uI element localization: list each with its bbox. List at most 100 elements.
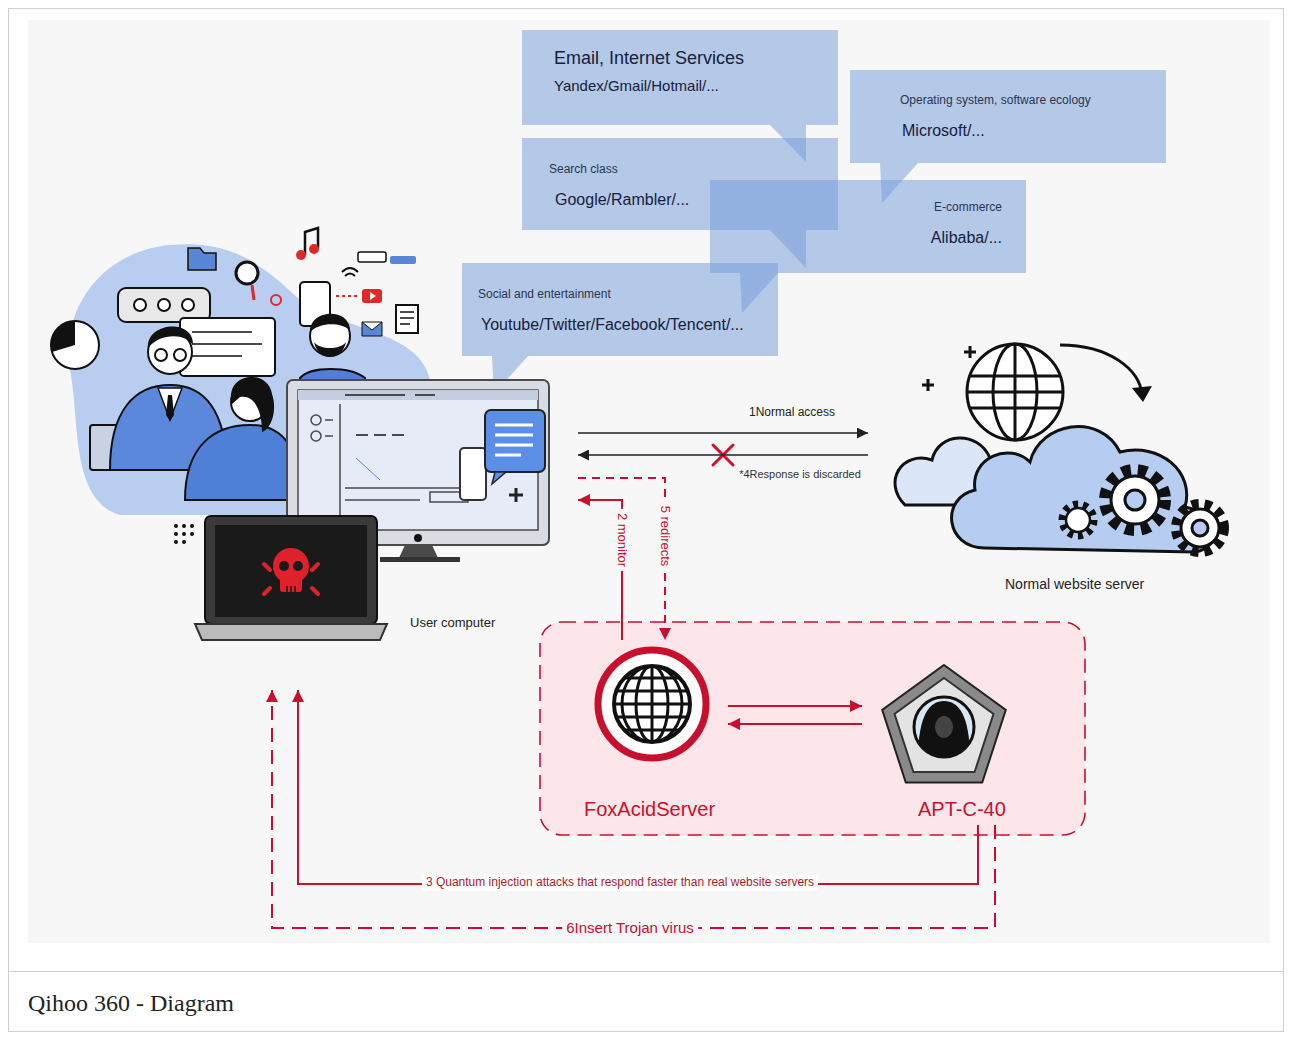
edge-label: 1Normal access (745, 405, 839, 421)
monitor-illustration (311, 415, 321, 425)
people-illustration (370, 292, 376, 300)
laptop-illustration (195, 624, 387, 640)
people-illustration (342, 268, 358, 276)
people-illustration (158, 299, 170, 311)
connector-arrow (728, 705, 862, 707)
foxacid-globe-icon (610, 660, 694, 750)
people-illustration (336, 295, 360, 297)
speech-bubble: Operating system, software ecologyMicros… (850, 70, 1166, 163)
people-illustration (174, 524, 178, 528)
people-illustration (155, 349, 167, 361)
people-illustration (358, 252, 386, 262)
connector-arrow (272, 690, 995, 928)
connector-arrow (578, 454, 868, 456)
people-illustration (174, 540, 178, 544)
attacker-node: APT-C-40 (862, 640, 1022, 825)
monitor-illustration (345, 394, 435, 396)
attacker-region (540, 622, 1085, 835)
apt-pentagon-icon (914, 697, 974, 757)
frame (8, 971, 1284, 972)
web-server-node: Normal website server (868, 330, 1240, 600)
speech-bubble: Social and entertainmentYoutube/Twitter/… (462, 263, 778, 356)
node-label: User computer (410, 616, 495, 631)
server-cloud-illustration (1176, 504, 1224, 552)
node-label: FoxAcidServer (584, 798, 715, 821)
node-label: Microsoft/... (902, 122, 1148, 140)
monitor-illustration (460, 448, 486, 500)
people-illustration (309, 244, 319, 254)
people-illustration (362, 289, 382, 303)
apt-pentagon-icon (882, 665, 1006, 783)
foxacid-globe-icon (598, 650, 706, 758)
server-cloud-illustration (895, 344, 1224, 552)
server-cloud-illustration (922, 346, 976, 391)
bubble-heading: Search class (549, 163, 820, 177)
people-illustration (296, 250, 306, 260)
connector-arrow (728, 723, 862, 725)
people-illustration (118, 288, 210, 322)
monitor-illustration (345, 488, 465, 500)
server-cloud-illustration (1060, 345, 1142, 395)
apt-pentagon-icon (935, 716, 953, 738)
speech-bubble: E-commerceAlibaba/... (710, 180, 1026, 273)
laptop-illustration (279, 561, 289, 571)
people-illustration (400, 312, 414, 324)
frame (9, 9, 1284, 1032)
figure-caption: Qihoo 360 - Diagram (28, 990, 234, 1017)
foxacid-globe-icon (598, 650, 706, 758)
people-illustration (362, 322, 382, 336)
monitor-illustration (325, 404, 340, 524)
people-illustration (236, 262, 258, 284)
server-cloud-illustration (1181, 509, 1219, 547)
monitor-illustration (380, 557, 460, 562)
bubble-heading: Operating system, software ecology (900, 94, 1148, 108)
monitor-illustration (311, 431, 321, 441)
laptop-illustration (287, 586, 295, 592)
server-cloud-illustration (1125, 490, 1145, 510)
user-computer-node: User computer (260, 378, 578, 690)
server-cloud-illustration (967, 344, 1063, 440)
laptop-illustration (215, 525, 367, 617)
server-cloud-illustration (1111, 476, 1159, 524)
edge-label: *4Response is discarded (735, 467, 865, 482)
server-cloud-illustration (1192, 520, 1208, 536)
monitor-illustration (356, 434, 404, 436)
people-illustration (51, 321, 75, 352)
laptop-illustration (293, 561, 303, 571)
people-illustration (182, 299, 194, 311)
monitor-illustration (399, 545, 438, 558)
laptop-illustration (205, 516, 377, 624)
server-cloud-illustration (967, 344, 1063, 440)
people-illustration (314, 342, 346, 357)
frame (28, 20, 1270, 943)
bubble-heading: Email, Internet Services (554, 48, 818, 69)
people-illustration (158, 388, 182, 420)
people-illustration (182, 540, 186, 544)
people-illustration (271, 295, 281, 305)
node-label: Youtube/Twitter/Facebook/Tencent/... (481, 316, 766, 334)
people-illustration (396, 305, 418, 333)
people-illustration (134, 299, 146, 311)
people-illustration (192, 332, 262, 356)
foxacid-server-node: FoxAcidServer (580, 640, 728, 825)
edge-label: 2 monitor (614, 509, 631, 571)
connector-arrow (298, 690, 978, 884)
edge-label: 6Insert Trojan virus (562, 918, 698, 937)
node-label: Yandex/Gmail/Hotmail/... (554, 77, 818, 94)
edge-label: 3 Quantum injection attacks that respond… (422, 875, 818, 891)
monitor-illustration (492, 472, 506, 484)
people-illustration (174, 532, 178, 536)
node-label: Normal website server (1005, 576, 1144, 592)
people-illustration (190, 532, 194, 536)
connectors (272, 433, 995, 928)
people-illustration (190, 524, 194, 528)
people-illustration (51, 321, 99, 369)
people-illustration (182, 532, 186, 536)
connector-arrow (578, 478, 665, 640)
people-illustration (252, 285, 254, 300)
apt-pentagon-icon (882, 665, 1006, 783)
connector-arrow (578, 432, 868, 434)
server-cloud-illustration (1105, 470, 1165, 530)
monitor-illustration (495, 425, 533, 455)
